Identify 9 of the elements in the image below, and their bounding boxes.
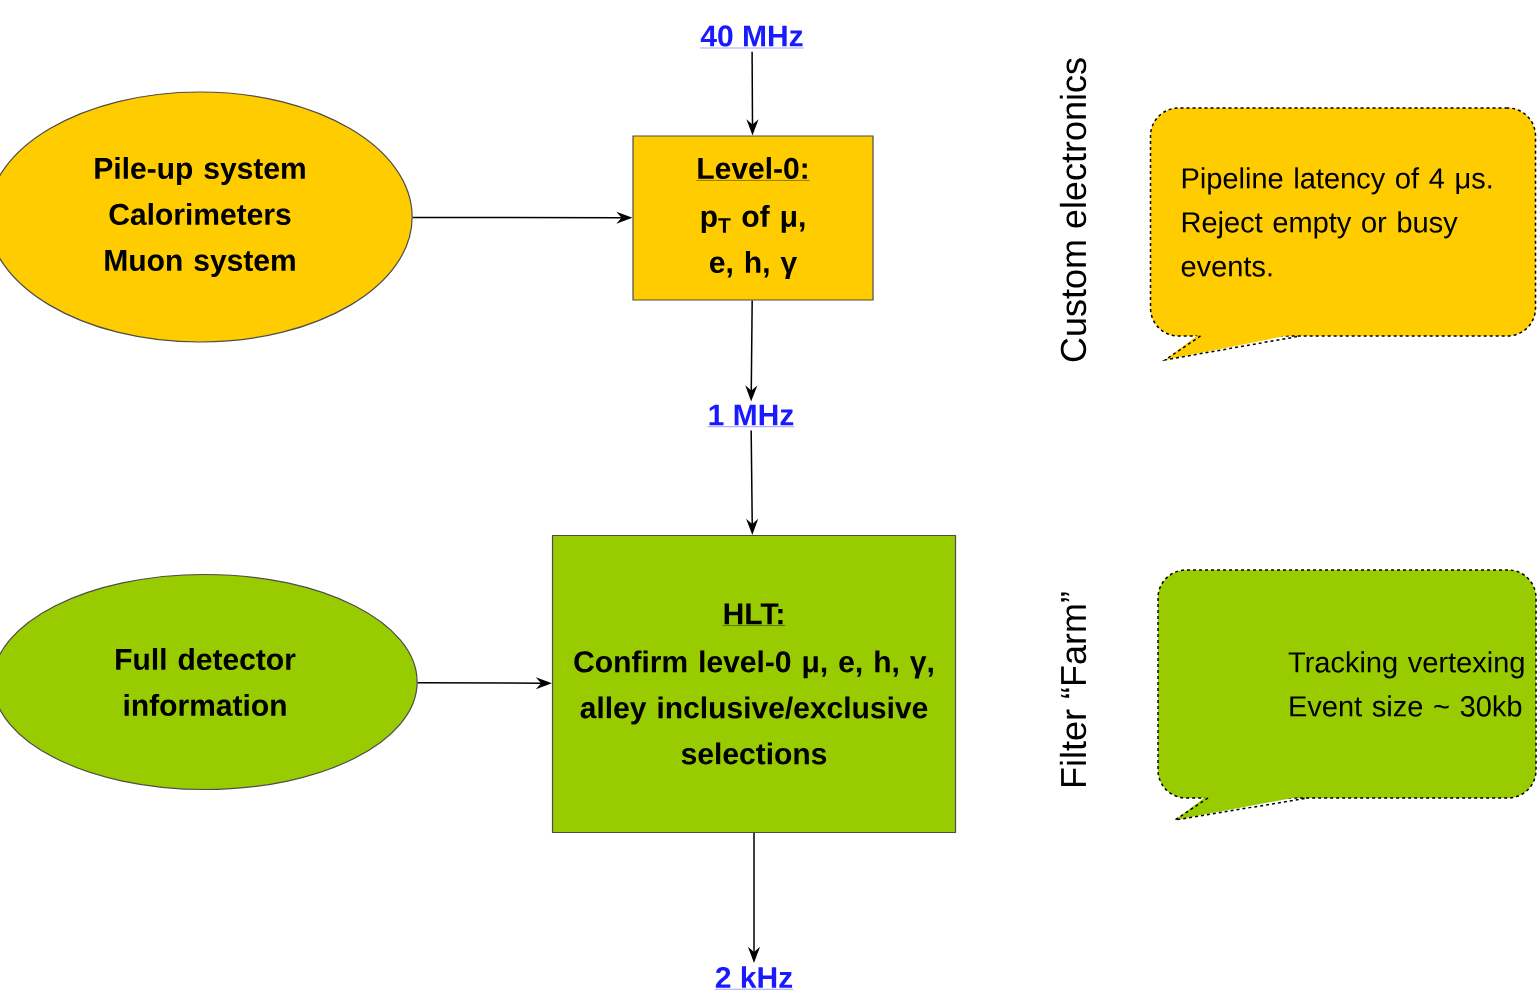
rate-label: 40 MHz: [700, 25, 804, 49]
speech-bubble: Tracking vertexing Event size ~ 30kb: [1157, 569, 1537, 822]
rate-label: 1 MHz: [707, 404, 795, 427]
process-box: Level-0: p$_{T}$ of μ, e, h, γ: [632, 135, 874, 301]
process-box: HLT: Confirm level-0 μ, e, h, γ, alley inclusive/exclusive selections: [551, 534, 957, 834]
side-label: Filter “Farm”: [1059, 592, 1087, 787]
side-label: Custom electronics: [1059, 58, 1087, 362]
rate-label: 2 kHz: [714, 966, 794, 990]
speech-bubble: Pipeline latency of 4 μs. Reject empty or busy events.: [1149, 107, 1537, 362]
